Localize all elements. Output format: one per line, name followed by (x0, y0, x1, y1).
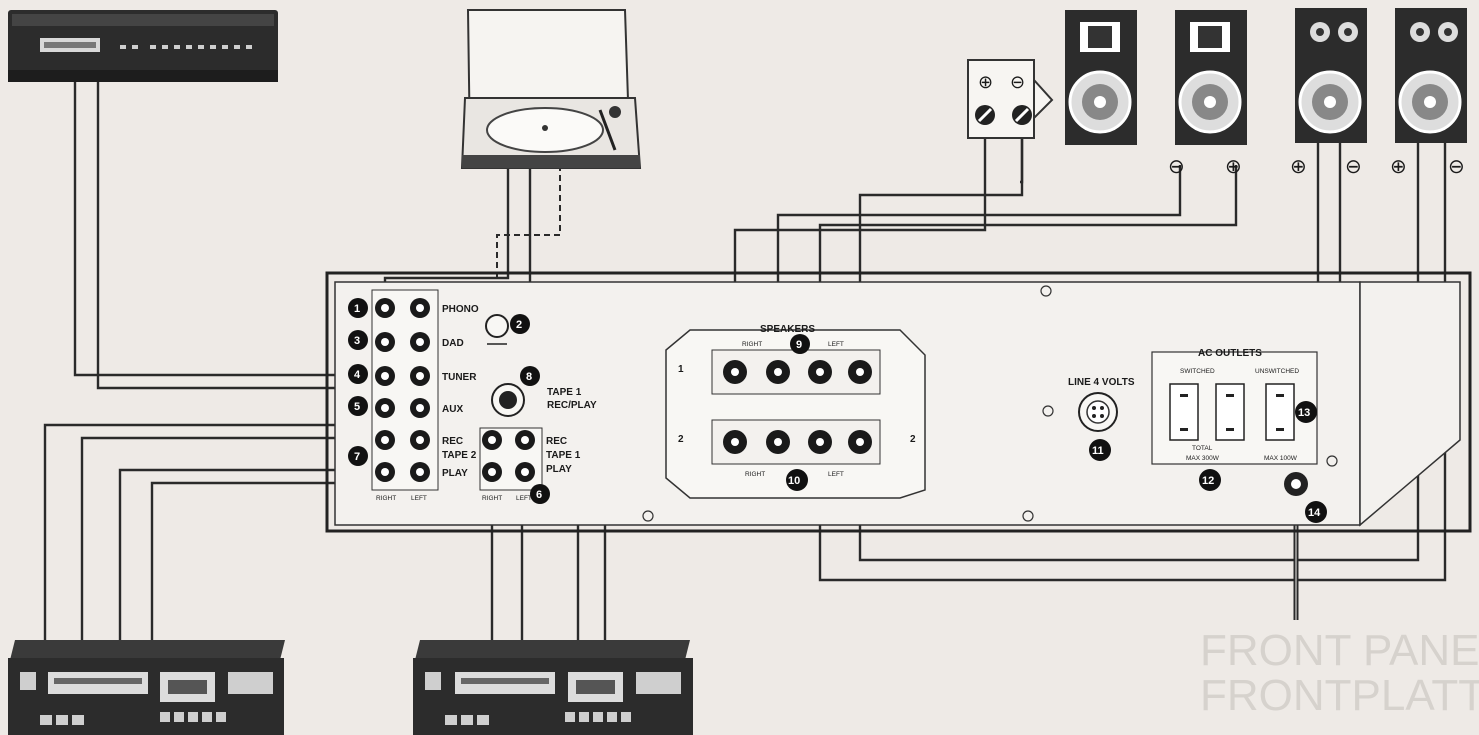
amplifier-rear-panel: PHONO DAD TUNER AUX REC TAPE 2 PLAY RIGH… (325, 271, 1472, 533)
speaker-2-right (1395, 8, 1467, 143)
cable-tape2-play-l (150, 481, 420, 640)
callout-2: 2 (516, 319, 522, 331)
tape1-play-label: PLAY (546, 464, 572, 475)
tape1-label: TAPE 1 (546, 450, 581, 461)
callout-12: 12 (1202, 475, 1214, 487)
input-label-right: RIGHT (376, 495, 396, 502)
callout-3: 3 (354, 335, 360, 347)
input-jacks-block: PHONO DAD TUNER AUX REC TAPE 2 PLAY RIGH… (371, 289, 479, 502)
input-label-left: LEFT (411, 495, 427, 502)
spk2-left-minus-mark: ⊖ (1345, 156, 1362, 178)
terminal-minus-label: ⊖ (1010, 72, 1025, 92)
tuner-device (8, 10, 278, 82)
input-label-rec: REC (442, 436, 463, 447)
ac-unswitched-label: UNSWITCHED (1255, 368, 1299, 375)
ac-max-total-label: MAX 300W (1186, 455, 1220, 462)
ac-switched-label: SWITCHED (1180, 368, 1215, 375)
input-label-dad: DAD (442, 338, 464, 349)
input-label-play: PLAY (442, 468, 468, 479)
callout-7: 7 (354, 451, 360, 463)
callout-14: 14 (1308, 507, 1321, 519)
speakers-row1-label: 1 (678, 364, 684, 375)
speakers-row2-label: 2 (678, 434, 684, 445)
cable-phono-right (383, 165, 510, 300)
ground-terminal (485, 314, 509, 345)
callout-4: 4 (354, 369, 361, 381)
spk2-left-plus-mark: ⊕ (1290, 156, 1307, 178)
cable-tape2-rec-r (43, 423, 380, 640)
input-label-tuner: TUNER (442, 372, 477, 383)
spk2-right-minus-mark: ⊖ (1448, 156, 1465, 178)
tape1-right-label: RIGHT (482, 495, 502, 502)
input-label-phono: PHONO (442, 304, 479, 315)
spk1-left-minus-mark: ⊖ (1168, 156, 1185, 178)
ac-outlets-block: AC OUTLETS SWITCHED UNSWITCHED TOTAL MAX… (1151, 348, 1318, 465)
spk1-right-plus-mark: ⊕ (1225, 156, 1242, 178)
tape1-jacks-block: TAPE 1 REC/PLAY REC TAPE 1 PLAY RIGHT LE… (479, 383, 597, 502)
tape1-sub: REC/PLAY (547, 400, 597, 411)
speaker-outputs-block: SPEAKERS RIGHT LEFT RIGHT LEFT 1 2 2 (665, 324, 926, 499)
background-text-frontplatte: FRONTPLATTE (1200, 671, 1479, 720)
speakers-left-label: LEFT (828, 341, 844, 348)
callout-5: 5 (354, 401, 360, 413)
speaker-terminal-detail: ⊕ ⊖ (967, 59, 1054, 139)
cable-phono-left (420, 165, 532, 300)
callout-1: 1 (354, 303, 360, 315)
spk2-right-plus-mark: ⊕ (1390, 156, 1407, 178)
line-voltage-label: LINE 4 VOLTS (1068, 377, 1135, 388)
tape1-rec-label: REC (546, 436, 567, 447)
speakers-row2-label-right: 2 (910, 434, 916, 445)
ac-total-label: TOTAL (1192, 445, 1213, 452)
speaker-1-right (1175, 10, 1247, 145)
cable-tape2-play-r (118, 468, 380, 640)
cable-spk1-right-minus (858, 125, 1024, 360)
speaker-1-left (1065, 10, 1137, 145)
callout-11: 11 (1092, 445, 1104, 457)
ac-outlets-title: AC OUTLETS (1198, 348, 1262, 359)
ac-max-unswitched-label: MAX 100W (1264, 455, 1298, 462)
speakers-right-label: RIGHT (742, 341, 762, 348)
callouts: 1 2 3 4 5 6 7 8 9 10 11 12 13 14 (348, 298, 1327, 523)
speaker-2-left (1295, 8, 1367, 143)
callout-9: 9 (796, 339, 802, 351)
cassette-deck-tape2 (8, 640, 285, 735)
cable-tape2-rec-l (80, 436, 420, 640)
turntable-device (460, 9, 642, 169)
cassette-deck-tape1 (413, 640, 693, 735)
callout-10: 10 (788, 475, 800, 487)
callout-6: 6 (536, 489, 542, 501)
terminal-plus-label: ⊕ (978, 72, 993, 92)
callout-8: 8 (526, 371, 532, 383)
speakers-group: ⊖ ⊕ ⊕ ⊖ ⊕ ⊖ (1065, 8, 1467, 178)
speakers-left-label-2: LEFT (828, 471, 844, 478)
line-voltage-connector: LINE 4 VOLTS (1068, 377, 1135, 432)
callout-13: 13 (1298, 407, 1310, 419)
speakers-title: SPEAKERS (760, 324, 815, 335)
tape1-left-label: LEFT (516, 495, 532, 502)
tape1-title: TAPE 1 (547, 387, 582, 398)
speakers-right-label-2: RIGHT (745, 471, 765, 478)
cable-tuner-left (73, 82, 380, 377)
background-text-front-panel: FRONT PANEL (1200, 626, 1479, 675)
input-label-aux: AUX (442, 404, 463, 415)
input-label-tape2: TAPE 2 (442, 450, 477, 461)
